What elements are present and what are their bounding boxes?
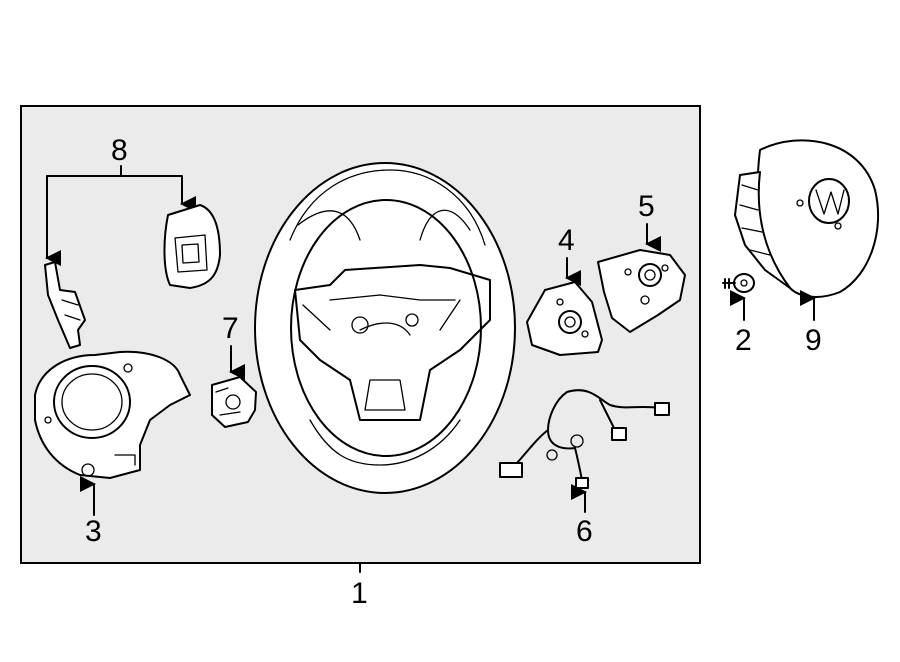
callout-9: 9	[805, 324, 822, 357]
part-4-left-switch	[526, 281, 603, 356]
part-8-paddle-right	[163, 204, 221, 289]
part-8-paddle-left	[44, 261, 86, 349]
callout-4: 4	[558, 224, 575, 257]
steering-wheel	[254, 162, 516, 494]
leader-8	[46, 165, 182, 259]
part-5-right-switch	[597, 249, 686, 333]
callout-5: 5	[638, 190, 655, 223]
callout-7: 7	[222, 312, 239, 345]
part-9-airbag-module	[734, 139, 879, 298]
callout-3: 3	[85, 515, 102, 548]
callout-1: 1	[351, 577, 368, 610]
part-6-harness	[499, 389, 670, 489]
part-3-lower-cover	[34, 350, 191, 479]
callout-2: 2	[735, 324, 752, 357]
part-2-bolt	[722, 273, 755, 293]
part-7-switch	[211, 376, 257, 428]
callout-6: 6	[576, 515, 593, 548]
callout-8: 8	[111, 134, 128, 167]
